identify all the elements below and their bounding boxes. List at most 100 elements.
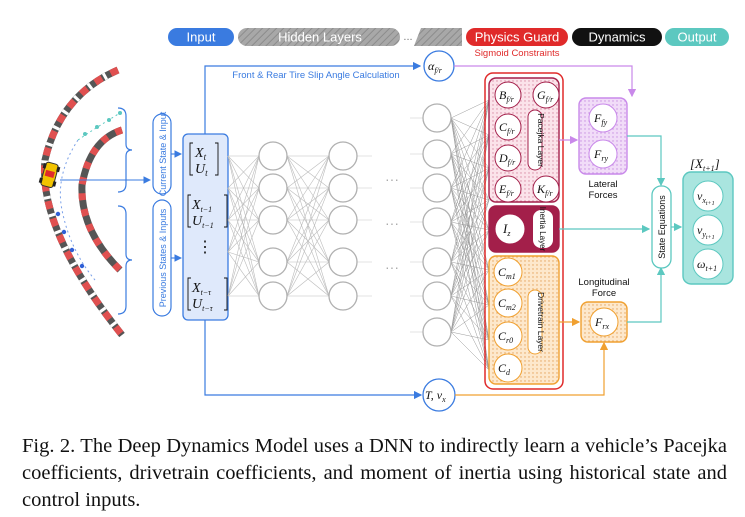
lateral-forces: Ffy Fry Lateral Forces <box>559 97 666 201</box>
iz-node <box>494 213 526 245</box>
physics-guard-pill-label: Physics Guard <box>475 30 560 45</box>
drivetrain-cm2-symbol: C <box>498 296 507 310</box>
hidden-layers-network <box>227 99 490 371</box>
frx-node <box>589 307 619 337</box>
inertia-layer-label: Inertia Layer <box>538 207 547 252</box>
alpha-sub: f/r <box>434 66 442 75</box>
tv-symbol: T, v <box>425 388 443 402</box>
output-2-subsub: t+1 <box>706 235 715 241</box>
drivetrain-layer-label: Drivetrain Layer <box>536 292 546 352</box>
neuron-l2-3 <box>328 205 358 235</box>
pacejka-d-sub: f/r <box>508 158 516 167</box>
svg-text:T, vx: T, vx <box>425 388 446 404</box>
sigmoid-constraints-label: Sigmoid Constraints <box>474 48 559 59</box>
svg-text:αf/r: αf/r <box>428 59 443 75</box>
u-t-sub: t <box>205 168 208 178</box>
svg-text:Xt−1: Xt−1 <box>191 198 212 214</box>
output-1-node <box>692 180 724 212</box>
state-equations-label: State Equations <box>657 195 667 259</box>
figure-caption: Fig. 2. The Deep Dynamics Model uses a D… <box>22 435 727 511</box>
svg-text:Df/r: Df/r <box>498 151 516 167</box>
neuron-l1-1 <box>258 141 288 171</box>
drivetrain-cd-sub: d <box>506 368 511 377</box>
svg-text:Xt: Xt <box>194 146 207 162</box>
x-t-minus-1-sub: t−1 <box>201 205 213 214</box>
svg-text:Ef/r: Ef/r <box>498 182 515 198</box>
slip-angle-path: Front & Rear Tire Slip Angle Calculation… <box>204 50 637 134</box>
torque-velocity-path: T, vx <box>204 320 609 412</box>
output-3-sub: t+1 <box>705 264 717 273</box>
pacejka-b-symbol: B <box>499 88 507 102</box>
pacejka-e-node <box>494 175 522 203</box>
neuron-l1-5 <box>258 281 288 311</box>
pacejka-e-symbol: E <box>498 182 507 196</box>
u-t-minus-tau: U <box>192 297 203 312</box>
x-t: X <box>194 146 204 161</box>
input-block: Xt Ut Xt−1 Ut−1 ⋮ Xt−τ Ut−τ <box>171 133 229 321</box>
output-2-sub: y <box>701 230 706 239</box>
drivetrain-cr0-node <box>493 321 523 351</box>
output-1-subsub: t+1 <box>706 201 715 207</box>
hidden-layers-pill <box>238 28 400 46</box>
output-3-node <box>692 248 724 280</box>
hidden-dots-mid: ··· <box>385 215 399 231</box>
drivetrain-layer-pill <box>527 289 543 355</box>
svg-text:Kf/r: Kf/r <box>536 182 553 198</box>
neuron-l3-6 <box>422 281 452 311</box>
frx-symbol: F <box>594 315 603 329</box>
x-t-sub: t <box>204 152 207 162</box>
longitudinal-label-2: Force <box>592 288 616 299</box>
pacejka-g-node <box>532 81 560 109</box>
u-t-minus-1: U <box>192 214 203 229</box>
neuron-l3-5 <box>422 247 452 277</box>
pacejka-k-node <box>532 175 560 203</box>
svg-text:Cm1: Cm1 <box>498 265 516 281</box>
u-t-minus-tau-sub: t−τ <box>202 304 214 313</box>
x-t-minus-tau-sub: t−τ <box>201 288 213 297</box>
output-3-symbol: ω <box>697 257 705 271</box>
svg-text:Ut: Ut <box>195 162 208 178</box>
longitudinal-label-1: Longitudinal <box>578 277 629 288</box>
drivetrain-cm1-sub: m1 <box>506 272 516 281</box>
fry-node <box>588 139 618 169</box>
pacejka-b-node <box>494 81 522 109</box>
hidden-dots-bot: ··· <box>385 259 399 275</box>
svg-text:vyt+1: vyt+1 <box>697 223 715 241</box>
pacejka-b-sub: f/r <box>506 95 514 104</box>
neuron-l3-4 <box>422 207 452 237</box>
race-track-illustration <box>38 66 126 338</box>
drivetrain-cr0-symbol: C <box>498 329 507 343</box>
iz-symbol: I <box>502 221 508 236</box>
output-1-sub: x <box>701 196 706 205</box>
u-t-minus-1-sub: t−1 <box>202 221 214 230</box>
output-pill-label: Output <box>677 30 716 45</box>
input-vdots: ⋮ <box>197 239 213 256</box>
svg-text:Iz: Iz <box>502 221 511 238</box>
svg-text:Bf/r: Bf/r <box>499 88 515 104</box>
neuron-l3-1 <box>422 103 452 133</box>
drivetrain-cm1-symbol: C <box>498 265 507 279</box>
ffy-node <box>588 103 618 133</box>
tv-sub: x <box>441 395 446 404</box>
svg-text:[Xt+1]: [Xt+1] <box>690 156 720 173</box>
output-1-symbol: v <box>697 189 703 203</box>
u-t: U <box>195 162 206 177</box>
hidden-layers-pill-tail <box>414 28 462 46</box>
iz-sub: z <box>506 229 511 238</box>
x-t-minus-tau: X <box>191 281 201 296</box>
hidden-layers-pill-label: Hidden Layers <box>278 30 362 45</box>
ffy-sub: fy <box>601 118 607 127</box>
drivetrain-block <box>488 255 560 385</box>
lateral-label-2: Forces <box>588 190 617 201</box>
pacejka-c-node <box>494 113 522 141</box>
physics-guard-frame <box>484 72 564 390</box>
drivetrain-cm2-node <box>493 288 523 318</box>
svg-text:Ut−τ: Ut−τ <box>192 297 214 313</box>
drivetrain-cm2-sub: m2 <box>506 303 516 312</box>
svg-text:Cf/r: Cf/r <box>499 120 515 136</box>
header-bar: Input Hidden Layers ... Physics Guard Si… <box>168 28 729 59</box>
neuron-l3-7 <box>422 317 452 347</box>
neuron-l3-2 <box>422 139 452 169</box>
